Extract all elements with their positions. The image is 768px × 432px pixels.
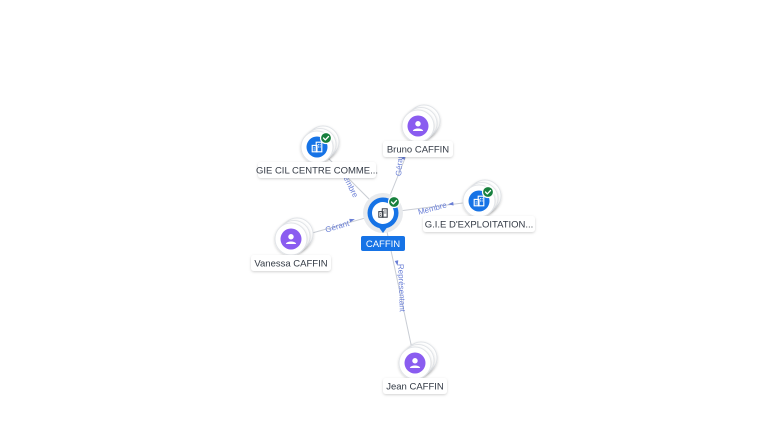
edge-arrow-icon: [394, 260, 399, 266]
center-label-background: [361, 236, 405, 251]
label-background: [383, 378, 447, 394]
verified-check-icon: [319, 131, 333, 145]
node-bruno[interactable]: Bruno CAFFIN: [383, 104, 453, 157]
label-background: [258, 162, 376, 178]
node-label-text: Vanessa CAFFIN: [254, 258, 327, 269]
node-gie-cil[interactable]: GIE CIL CENTRE COMME...: [256, 125, 378, 178]
edge-label: Représentant: [396, 264, 407, 313]
node-label-text: GIE CIL CENTRE COMME...: [256, 165, 378, 176]
center-label-text: CAFFIN: [366, 239, 400, 250]
node-jean[interactable]: Jean CAFFIN: [383, 341, 447, 394]
node-label-bruno[interactable]: Bruno CAFFIN: [383, 141, 453, 157]
node-gie-exploitation[interactable]: G.I.E D'EXPLOITATION...: [423, 179, 535, 232]
node-label-gie-exploitation[interactable]: G.I.E D'EXPLOITATION...: [423, 216, 535, 232]
center-label[interactable]: CAFFIN: [361, 236, 405, 251]
edge-label: Membre: [417, 200, 448, 216]
node-label-text: G.I.E D'EXPLOITATION...: [425, 219, 534, 230]
edge-label: Gérant: [394, 151, 405, 177]
verified-check-icon: [481, 185, 495, 199]
node-label-gie-cil[interactable]: GIE CIL CENTRE COMME...: [256, 162, 378, 178]
edge-jean: Représentant: [382, 212, 416, 364]
verified-check-icon: [387, 195, 401, 209]
label-background: [251, 255, 331, 271]
label-background: [383, 141, 453, 157]
edge-label: Gérant: [324, 219, 351, 235]
edge-arrow-icon: [448, 201, 454, 206]
label-background: [423, 216, 535, 232]
node-label-text: Jean CAFFIN: [386, 381, 444, 392]
node-label-text: Bruno CAFFIN: [387, 144, 449, 155]
node-label-vanessa[interactable]: Vanessa CAFFIN: [251, 255, 331, 271]
node-label-jean[interactable]: Jean CAFFIN: [383, 378, 447, 394]
center-node[interactable]: CAFFIN: [361, 193, 405, 251]
node-vanessa[interactable]: Vanessa CAFFIN: [251, 217, 331, 271]
edge-arrow-icon: [349, 218, 355, 223]
